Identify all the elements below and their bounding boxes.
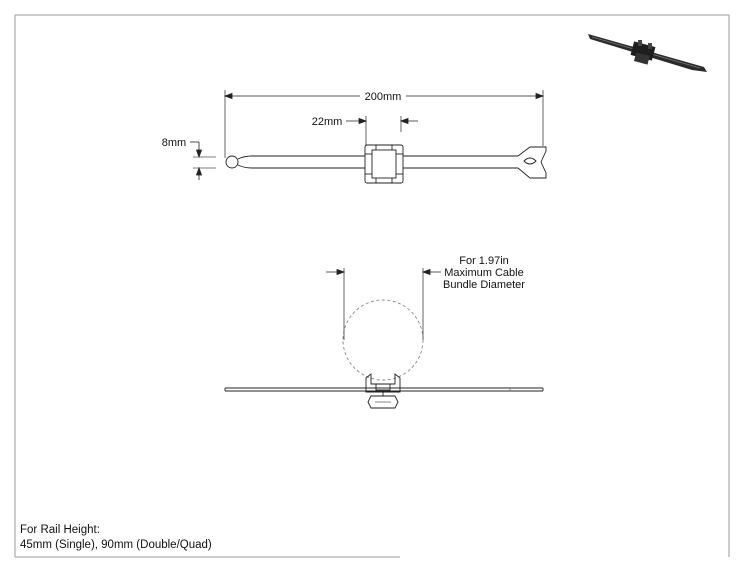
drawing-frame bbox=[14, 14, 730, 558]
dimension-overall-length bbox=[223, 92, 545, 100]
dimension-mount-width bbox=[346, 117, 418, 125]
dimension-label-mount-width: 22mm bbox=[312, 116, 343, 128]
product-thumbnail bbox=[588, 34, 707, 72]
top-view bbox=[224, 90, 547, 184]
rail-height-note: For Rail Height: 45mm (Single), 90mm (Do… bbox=[20, 523, 212, 553]
side-view bbox=[224, 268, 544, 409]
dimension-bundle-diameter bbox=[326, 268, 441, 276]
dimension-label-strap-height: 8mm bbox=[162, 137, 186, 149]
bundle-note-line-3: Bundle Diameter bbox=[443, 279, 525, 291]
dimension-strap-height bbox=[190, 141, 216, 180]
rail-note-line-1: For Rail Height: bbox=[20, 524, 100, 536]
rail-note-line-2: 45mm (Single), 90mm (Double/Quad) bbox=[20, 539, 212, 551]
bundle-note-line-1: For 1.97in bbox=[459, 255, 509, 267]
bundle-note-line-2: Maximum Cable bbox=[444, 267, 523, 279]
dimension-label-overall-length: 200mm bbox=[365, 91, 402, 103]
